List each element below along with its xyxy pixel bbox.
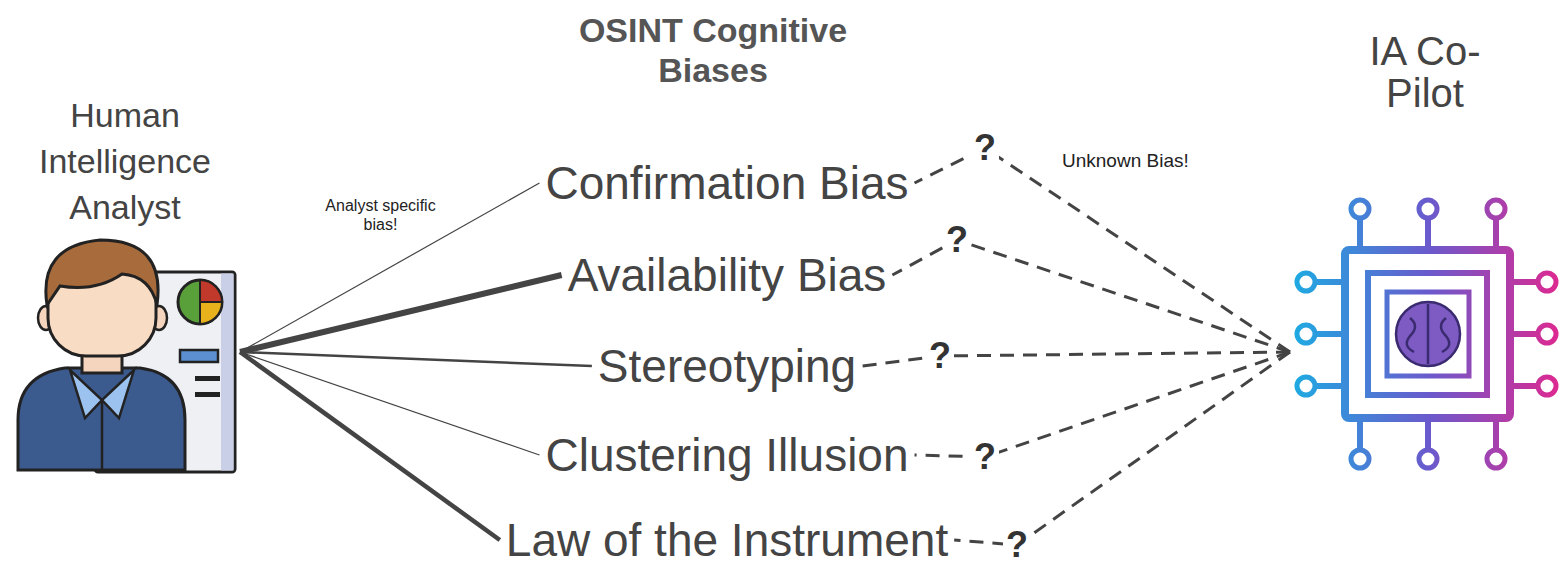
annotation-note: Analyst specific bias! [308, 196, 453, 234]
node-label: IA Co-Pilot [1335, 30, 1515, 114]
chip-icon-part [1345, 250, 1510, 418]
bias-link [240, 275, 562, 352]
chip-icon-part [1297, 200, 1556, 468]
bias-link [240, 352, 539, 455]
chip-icon-part-part [1514, 383, 1537, 389]
analyst-icon-part [70, 370, 102, 418]
node-label: Human Intelligence Analyst [10, 92, 240, 230]
chip-icon-part-part [1297, 325, 1315, 343]
chip-icon-part-part [1316, 279, 1341, 285]
brain-symbol-part [1407, 304, 1449, 364]
analyst-icon-part [178, 280, 222, 324]
bias-item: Law of the Instrument [500, 513, 954, 568]
dashed-link [954, 352, 1290, 545]
chip-icon-part-part [1316, 331, 1341, 337]
node-label: Availability Bias [568, 250, 887, 301]
chip-icon-part-part [1419, 200, 1437, 218]
analyst-icon-part [200, 280, 222, 302]
chip-icon-part-part [1487, 200, 1505, 218]
chip-icon-part-part [1538, 325, 1556, 343]
chip-icon-part-part [1493, 219, 1499, 246]
chip-icon-part [1387, 292, 1469, 376]
annotation-note: Unknown Bias! [1062, 150, 1252, 173]
chip-icon-part-part [1538, 273, 1556, 291]
chip-icon-part-part [1425, 219, 1431, 246]
bias-link [240, 352, 592, 366]
chip-icon-part-part [1297, 273, 1315, 291]
analyst-icon-part [180, 350, 218, 362]
analyst-icon-part [46, 240, 158, 305]
analyst-icon-part [195, 392, 220, 397]
bias-item: Clustering Illusion [539, 428, 914, 483]
chip-icon-part-part [1425, 422, 1431, 449]
chip-icon-part-part [1357, 219, 1363, 246]
ai-node: IA Co-Pilot [1290, 30, 1560, 500]
analyst-icon [18, 240, 235, 472]
node-label: Clustering Illusion [545, 430, 908, 481]
node-label: Law of the Instrument [506, 515, 948, 566]
chip-icon-part [1368, 273, 1487, 395]
chip-icon-part-part [1351, 200, 1369, 218]
chip-icon-part-part [1493, 422, 1499, 449]
question-mark: ? [971, 129, 999, 167]
analyst-icon-part [102, 370, 134, 418]
chip-icon-part-part [1297, 377, 1315, 395]
question-mark: ? [943, 221, 971, 259]
chip-icon-part-part [1357, 422, 1363, 449]
analyst-icon-part [101, 402, 104, 470]
dashed-link [915, 148, 1290, 352]
bias-link [240, 352, 500, 540]
node-label: Stereotyping [598, 341, 856, 392]
node-label: Confirmation Bias [545, 158, 908, 209]
chip-icon-part-part [1538, 377, 1556, 395]
analyst-icon-part [200, 302, 222, 324]
bias-link [240, 183, 539, 352]
question-mark: ? [926, 337, 954, 375]
bias-item: Confirmation Bias [539, 156, 914, 211]
bias-item: Availability Bias [562, 248, 893, 303]
bias-item: Stereotyping [592, 339, 862, 394]
chip-icon-part-part [1514, 331, 1537, 337]
chip-icon-part-part [1351, 450, 1369, 468]
chip-icon-part-part [1514, 279, 1537, 285]
chip-icon-part-part [1419, 450, 1437, 468]
chip-icon [1297, 200, 1556, 468]
question-mark: ? [1003, 526, 1031, 564]
analyst-icon-part [18, 368, 185, 470]
question-mark: ? [971, 438, 999, 476]
diagram-title: OSINT Cognitive Biases [543, 10, 883, 90]
chip-icon-part-part [1316, 383, 1341, 389]
chip-icon-part-part [1487, 450, 1505, 468]
brain-symbol-part [1396, 302, 1460, 366]
actor-node: Human Intelligence Analyst [10, 92, 240, 477]
analyst-icon-part [195, 376, 220, 381]
brain-symbol [1396, 302, 1460, 366]
